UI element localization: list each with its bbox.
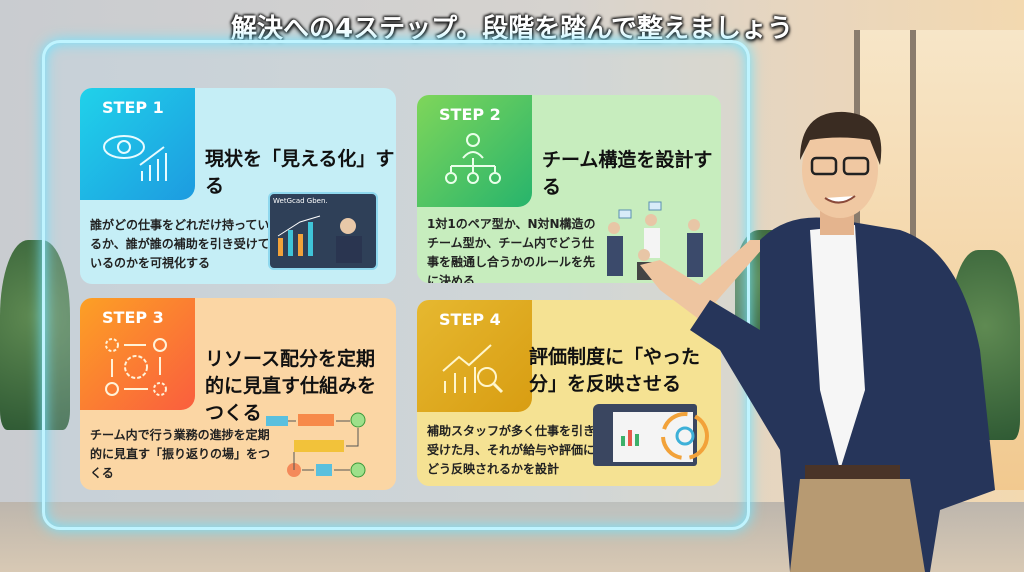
step-label: STEP 3 [102,308,164,327]
dashboard-illustration [593,404,709,466]
step-card-1: STEP 1 現状を「見える化」する 誰がどの仕事をどれだけ持っているか、誰が誰… [80,88,396,284]
team-illustration [607,201,703,280]
step-card-3: STEP 3 リソース配分を定期的に見直す仕組みをつくる チーム内で行う業務の進… [80,298,396,490]
step-description: 補助スタッフが多く仕事を引き受けた月、それが給与や評価にどう反映されるかを設計 [427,424,596,476]
bar-chart-illustration [277,215,362,263]
page-title: 解決への4ステップ。段階を踏んで整えましょう [230,14,793,44]
step-label: STEP 4 [439,310,501,329]
screen-caption: WetGcad Gben. [273,197,328,205]
plant [0,240,70,430]
step-description: 1対1のペア型か、N対N構造のチーム型か、チーム内でどう仕事を融通し合うかのルー… [427,217,596,283]
step-description: 誰がどの仕事をどれだけ持っているか、誰が誰の補助を引き受けているのかを可視化する [90,218,270,270]
step-card-2: STEP 2 チーム構造を設計する 1対1のペア型か、N対N構造のチーム型か、チ… [417,95,721,283]
workflow-illustration [266,412,366,478]
step-heading: リソース配分を定期的に見直す仕組みをつくる [205,348,377,424]
step-card-4: STEP 4 評価制度に「やった分」を反映させる 補助スタッフが多く仕事を引き受… [417,300,721,486]
chart-magnifier-icon [442,344,504,394]
org-chart-icon [445,133,501,184]
step-heading: チーム構造を設計する [542,149,713,198]
step-description: チーム内で行う業務の進捗を定期的に見直す「振り返りの場」をつくる [90,428,271,480]
step-label: STEP 2 [439,105,501,124]
presenter-illustration [640,111,995,572]
step-heading: 評価制度に「やった分」を反映させる [529,346,701,395]
gear-cycle-icon [105,338,167,396]
step-heading: 現状を「見える化」する [205,148,395,197]
eye-chart-icon [103,135,167,181]
step-label: STEP 1 [102,98,164,117]
